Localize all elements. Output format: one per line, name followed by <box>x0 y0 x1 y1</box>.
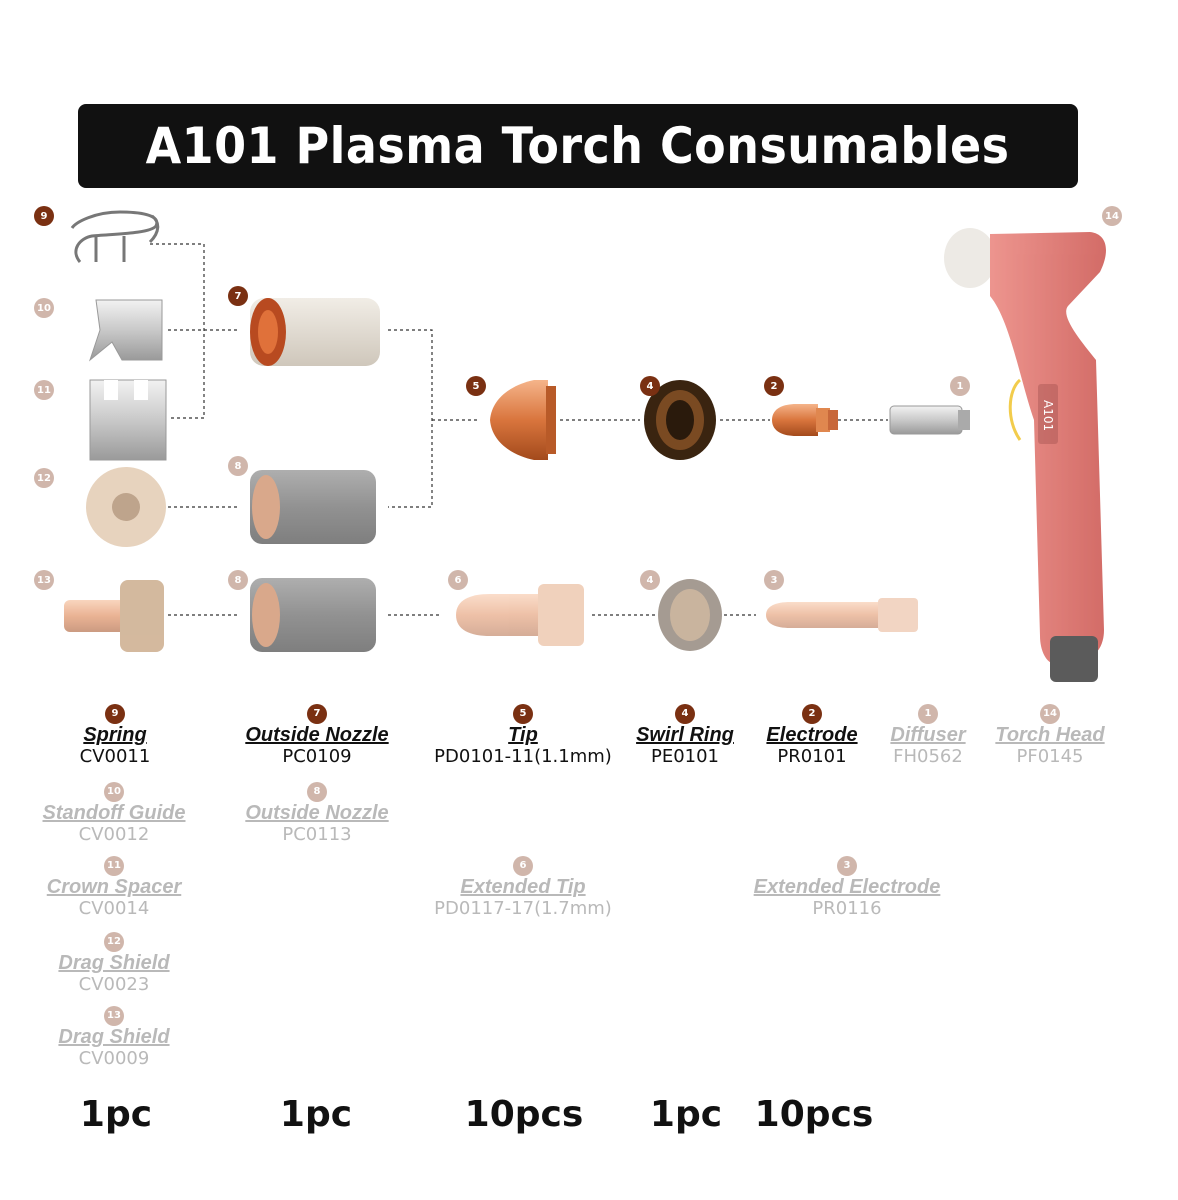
part-code: PC0109 <box>282 746 352 767</box>
part-number: 9 <box>105 704 125 724</box>
part-code: PR0101 <box>777 746 847 767</box>
part-number: 8 <box>307 782 327 802</box>
part-label-spring: 9 Spring CV0011 <box>60 704 170 768</box>
part-label-drag-shield-12: 12 Drag Shield CV0023 <box>50 932 178 996</box>
badge-extended-electrode: 3 <box>764 570 784 590</box>
part-label-extended-tip: 6 Extended Tip PD0117-17(1.7mm) <box>420 856 626 920</box>
part-number: 7 <box>307 704 327 724</box>
qty-outside-nozzle: 1pc <box>279 1094 353 1135</box>
part-label-torch-head: 14 Torch Head PF0145 <box>990 704 1110 768</box>
part-name: Diffuser <box>890 724 966 746</box>
diffuser-part <box>889 405 970 435</box>
part-code: CV0012 <box>78 824 150 845</box>
parts-diagram: A101 <box>64 210 1106 682</box>
part-name: Outside Nozzle <box>245 802 389 824</box>
part-number: 12 <box>104 932 124 952</box>
part-number: 14 <box>1040 704 1060 724</box>
part-number: 2 <box>802 704 822 724</box>
part-code: PD0101-11(1.1mm) <box>434 746 612 767</box>
part-code: FH0562 <box>893 746 963 767</box>
part-number: 4 <box>675 704 695 724</box>
drag-shield-13-part <box>64 580 164 652</box>
qty-electrode: 10pcs <box>754 1094 874 1135</box>
part-label-tip: 5 Tip PD0101-11(1.1mm) <box>420 704 626 768</box>
part-code: PR0116 <box>812 898 882 919</box>
badge-swirl-ring-b: 4 <box>640 570 660 590</box>
part-label-swirl-ring: 4 Swirl Ring PE0101 <box>628 704 742 768</box>
badge-torch-head: 14 <box>1102 206 1122 226</box>
part-code: PF0145 <box>1016 746 1084 767</box>
badge-electrode: 2 <box>764 376 784 396</box>
badge-standoff-guide: 10 <box>34 298 54 318</box>
part-label-outside-nozzle: 7 Outside Nozzle PC0109 <box>236 704 398 768</box>
drag-shield-12-part <box>86 467 166 547</box>
part-number: 3 <box>837 856 857 876</box>
part-number: 6 <box>513 856 533 876</box>
part-name: Outside Nozzle <box>245 724 389 746</box>
torch-marking: A101 <box>1041 400 1055 431</box>
part-number: 11 <box>104 856 124 876</box>
part-name: Standoff Guide <box>42 802 186 824</box>
crown-spacer-part <box>89 379 167 461</box>
part-number: 13 <box>104 1006 124 1026</box>
part-code: PC0113 <box>282 824 352 845</box>
part-label-drag-shield-13: 13 Drag Shield CV0009 <box>48 1006 180 1070</box>
tip-part <box>490 380 556 460</box>
extended-electrode-part <box>766 598 918 632</box>
part-name: Drag Shield <box>58 952 170 974</box>
part-code: CV0023 <box>78 974 150 995</box>
qty-spring: 1pc <box>79 1094 153 1135</box>
part-label-electrode: 2 Electrode PR0101 <box>758 704 866 768</box>
badge-spring: 9 <box>34 206 54 226</box>
badge-extended-tip: 6 <box>448 570 468 590</box>
badge-drag-shield-12: 12 <box>34 468 54 488</box>
outside-nozzle-8b-part <box>250 578 376 652</box>
part-number: 5 <box>513 704 533 724</box>
standoff-guide-part <box>88 299 163 362</box>
part-name: Electrode <box>766 724 858 746</box>
badge-swirl-ring-a: 4 <box>640 376 660 396</box>
torch-head-part: A101 <box>944 228 1106 682</box>
swirl-ring-a-part <box>644 380 716 460</box>
outside-nozzle-7-part <box>250 298 380 366</box>
part-code: CV0014 <box>78 898 150 919</box>
part-label-standoff-guide: 10 Standoff Guide CV0012 <box>36 782 192 846</box>
badge-diffuser: 1 <box>950 376 970 396</box>
part-name: Swirl Ring <box>636 724 734 746</box>
part-number: 10 <box>104 782 124 802</box>
part-name: Torch Head <box>995 724 1105 746</box>
part-name: Tip <box>508 724 538 746</box>
title-banner: A101 Plasma Torch Consumables <box>78 104 1078 188</box>
part-label-crown-spacer: 11 Crown Spacer CV0014 <box>40 856 188 920</box>
part-code: CV0009 <box>78 1048 150 1069</box>
qty-swirl-ring: 1pc <box>649 1094 723 1135</box>
badge-outside-nozzle-8b: 8 <box>228 570 248 590</box>
part-name: Extended Electrode <box>753 876 941 898</box>
qty-tip: 10pcs <box>464 1094 584 1135</box>
badge-crown-spacer: 11 <box>34 380 54 400</box>
badge-tip: 5 <box>466 376 486 396</box>
swirl-ring-b-part <box>658 579 722 651</box>
badge-drag-shield-13: 13 <box>34 570 54 590</box>
part-label-extended-electrode: 3 Extended Electrode PR0116 <box>742 856 952 920</box>
part-code: PD0117-17(1.7mm) <box>434 898 612 919</box>
badge-outside-nozzle-7: 7 <box>228 286 248 306</box>
extended-tip-part <box>456 584 584 646</box>
part-label-diffuser: 1 Diffuser FH0562 <box>880 704 976 768</box>
badge-outside-nozzle-8a: 8 <box>228 456 248 476</box>
part-number: 1 <box>918 704 938 724</box>
part-name: Crown Spacer <box>46 876 182 898</box>
part-label-outside-nozzle-2: 8 Outside Nozzle PC0113 <box>236 782 398 846</box>
part-name: Extended Tip <box>460 876 586 898</box>
connector-lines <box>150 243 888 616</box>
outside-nozzle-8a-part <box>250 470 376 544</box>
part-name: Spring <box>83 724 147 746</box>
spring-part <box>70 210 160 263</box>
part-name: Drag Shield <box>58 1026 170 1048</box>
page-title: A101 Plasma Torch Consumables <box>146 117 1010 175</box>
part-code: CV0011 <box>79 746 151 767</box>
part-code: PE0101 <box>650 746 720 767</box>
electrode-part <box>772 404 838 436</box>
